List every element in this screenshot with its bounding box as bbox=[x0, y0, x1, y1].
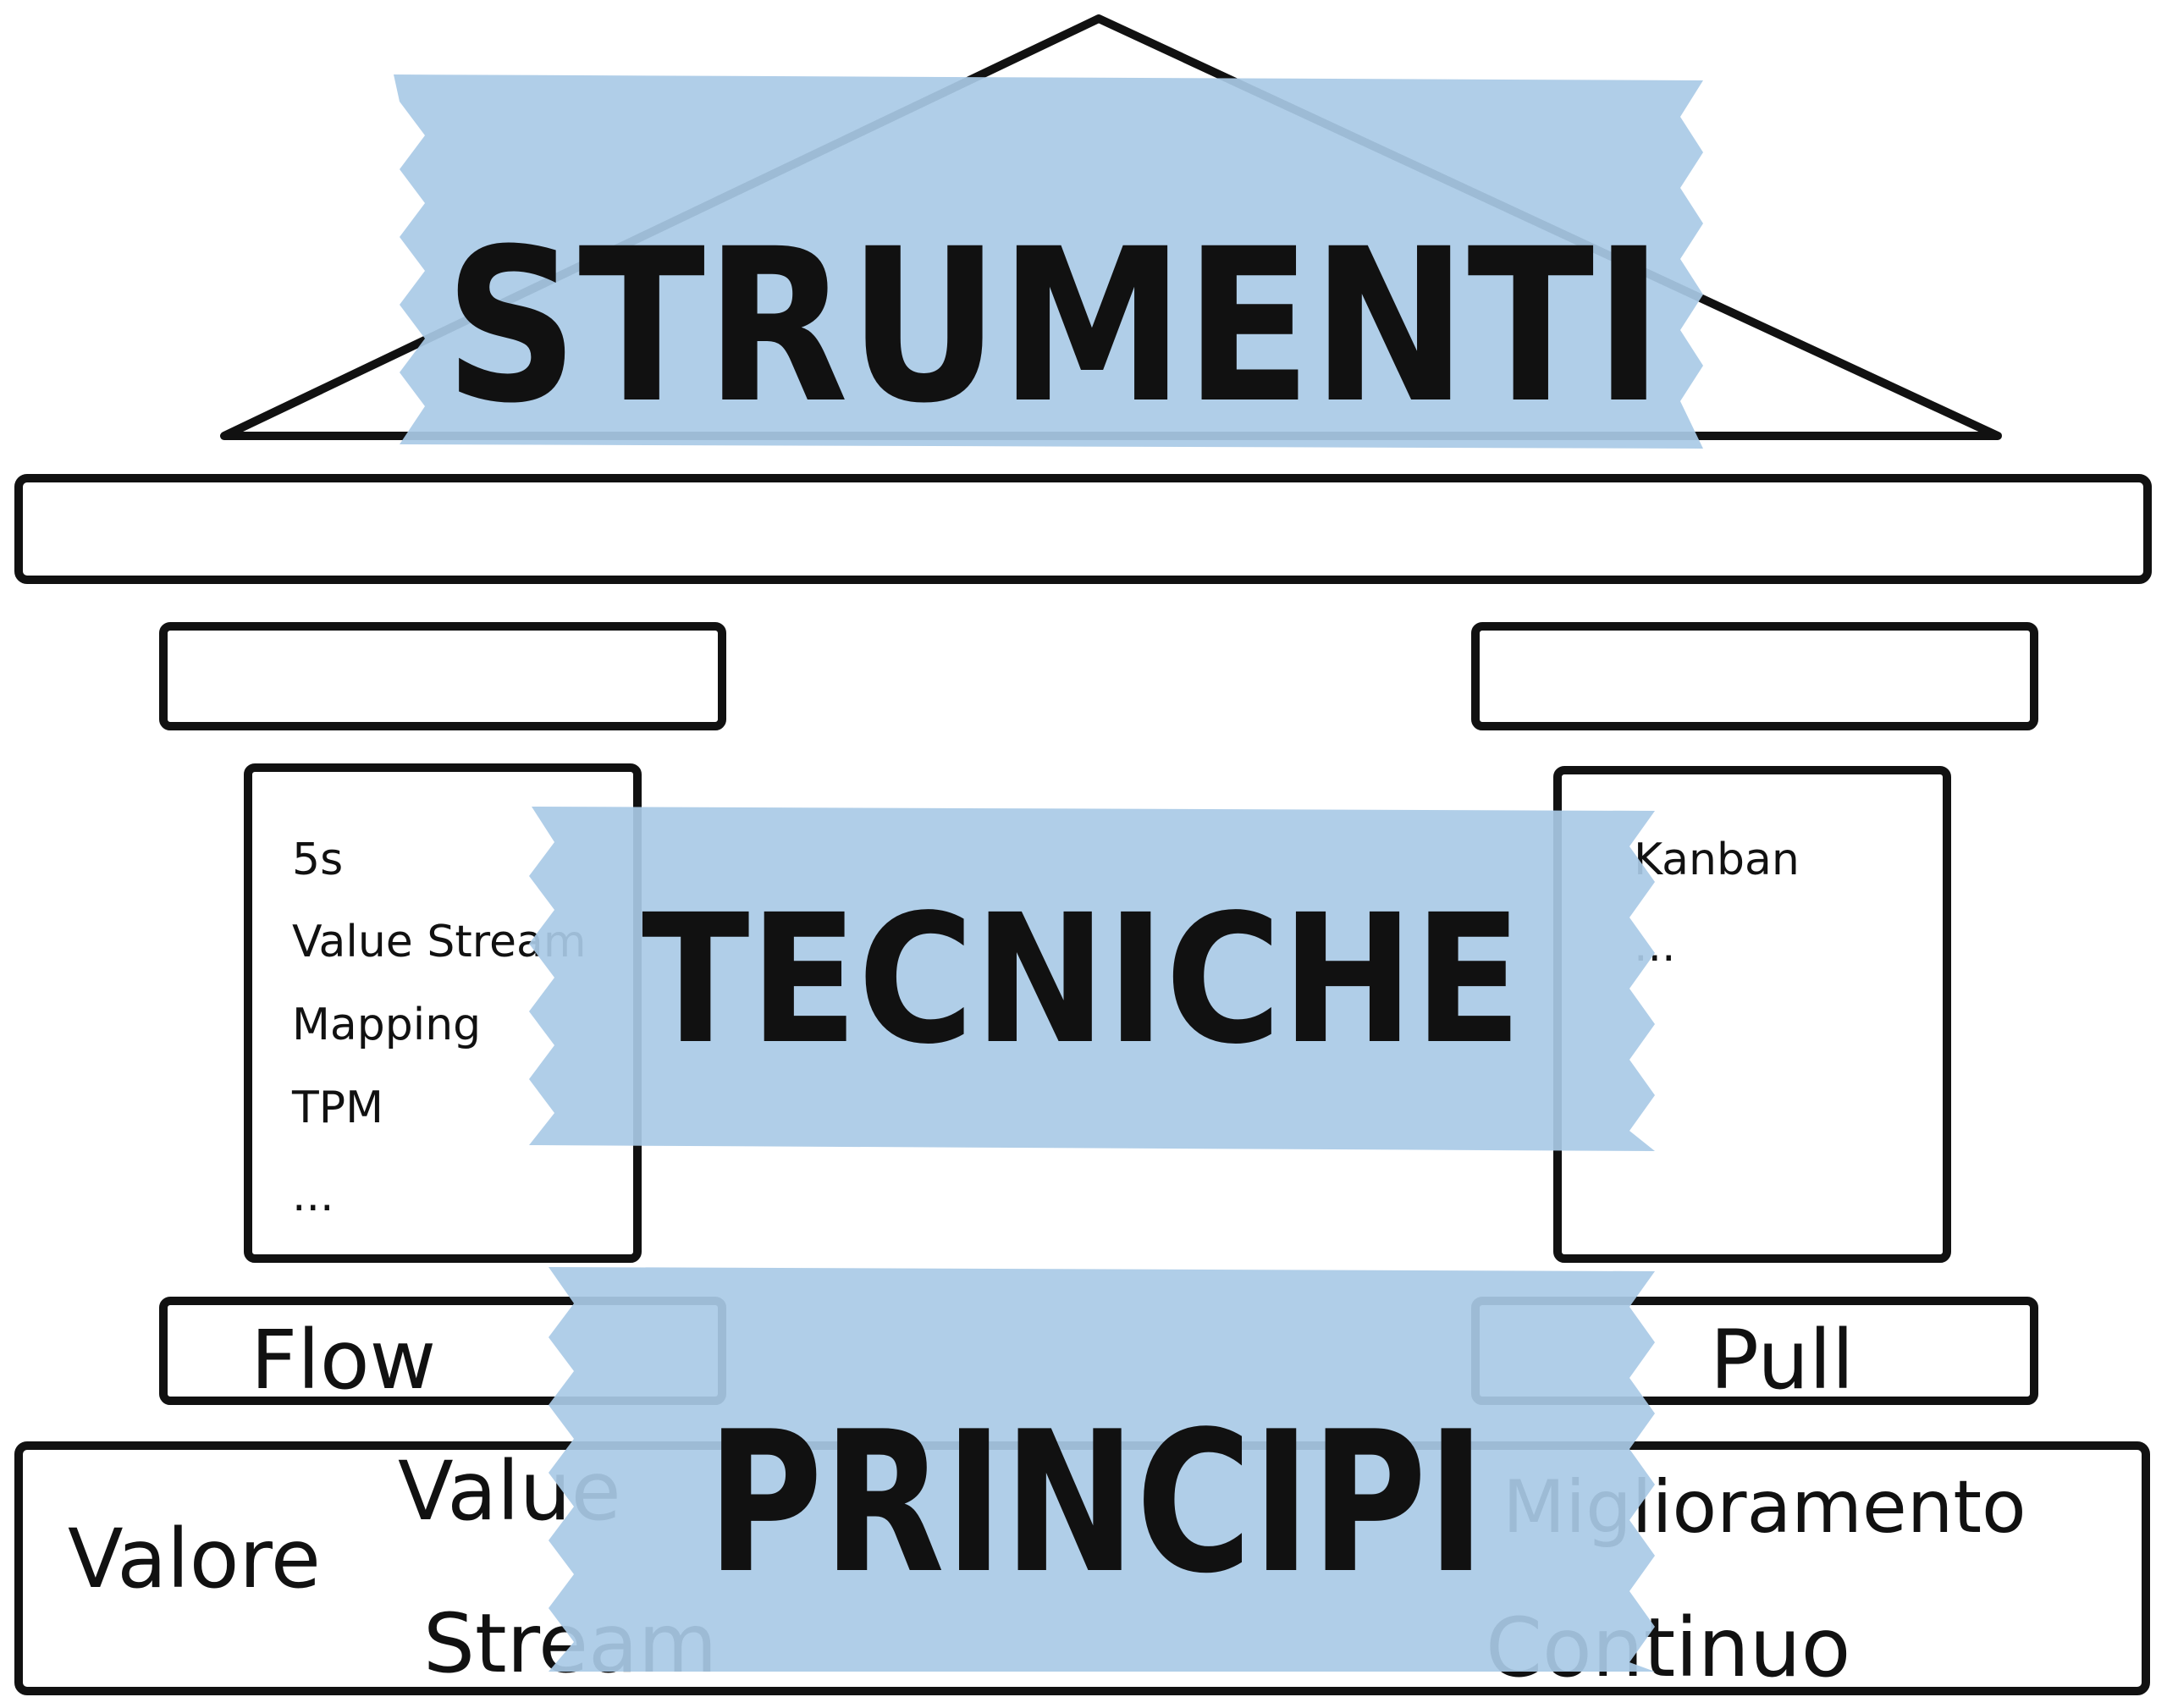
left-capital bbox=[159, 622, 726, 730]
right-base-label: Pull bbox=[1710, 1313, 1854, 1408]
foundation-valore: Valore bbox=[68, 1512, 321, 1606]
left-base-label: Flow bbox=[251, 1313, 436, 1408]
tape-top bbox=[394, 74, 1703, 449]
left-item-5s: 5s bbox=[292, 835, 343, 885]
tape-middle-label: TECNICHE bbox=[642, 876, 1522, 1083]
left-item-mapping: Mapping bbox=[292, 1000, 481, 1050]
left-item-tpm: TPM bbox=[291, 1083, 383, 1133]
tape-bottom bbox=[549, 1267, 1655, 1672]
tape-bottom-label: PRINCIPI bbox=[707, 1391, 1486, 1617]
left-item-more: ... bbox=[292, 1171, 334, 1221]
right-item-kanban: Kanban bbox=[1634, 835, 1800, 885]
tape-top-label: STRUMENTI bbox=[444, 203, 1663, 449]
architrave-beam bbox=[14, 474, 2152, 584]
right-capital bbox=[1471, 622, 2038, 730]
tape-middle bbox=[529, 807, 1655, 1151]
